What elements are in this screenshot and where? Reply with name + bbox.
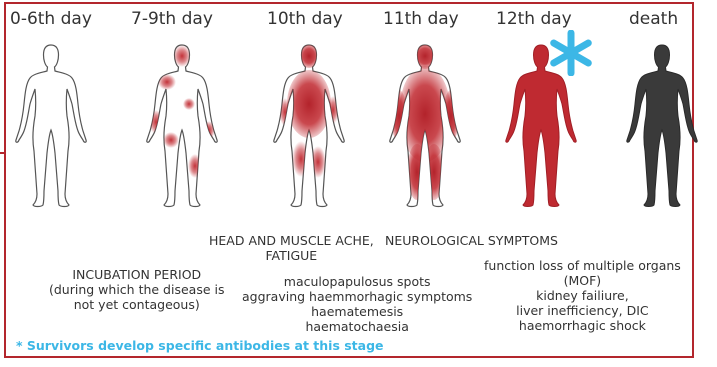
frame-connector-line [0,152,6,154]
mof-line: haemorrhagic shock [484,318,681,333]
incubation-line-3: not yet contageous) [49,297,224,312]
stage-label-11th-day: 11th day [383,9,459,29]
human-body-icon [268,44,350,208]
symptoms-list: maculopapulosus spots aggraving haemmorh… [242,274,472,334]
incubation-text: INCUBATION PERIOD (during which the dise… [49,267,224,312]
head-ache-text: HEAD AND MUSCLE ACHE, FATIGUE [209,233,374,263]
mof-line: liver inefficiency, DIC [484,303,681,318]
human-body-icon [10,44,92,208]
human-body-icon [384,44,466,208]
human-body-icon [141,44,223,208]
human-body-icon [621,44,703,208]
stage-label-10th-day: 10th day [267,9,343,29]
stage-label-12th-day: 12th day [496,9,572,29]
symptom-line: aggraving haemmorhagic symptoms [242,289,472,304]
stage-label-7-9th-day: 7-9th day [131,9,213,29]
symptom-line: haematemesis [242,304,472,319]
head-ache-line-1: HEAD AND MUSCLE ACHE, [209,233,374,248]
incubation-line-2: (during which the disease is [49,282,224,297]
mof-line: (MOF) [484,273,681,288]
stage-label-0-6th-day: 0-6th day [10,9,92,29]
incubation-line-1: INCUBATION PERIOD [49,267,224,282]
stage-label-death: death [629,9,678,29]
mof-list: function loss of multiple organs (MOF) k… [484,258,681,333]
symptom-line: haematochaesia [242,319,472,334]
symptom-line: maculopapulosus spots [242,274,472,289]
head-ache-line-2: FATIGUE [209,248,374,263]
mof-line: function loss of multiple organs [484,258,681,273]
mof-line: kidney failiure, [484,288,681,303]
neurological-symptoms-text: NEUROLOGICAL SYMPTOMS [385,233,558,248]
asterisk-icon [548,30,594,76]
survivors-note: * Survivors develop specific antibodies … [16,338,384,353]
